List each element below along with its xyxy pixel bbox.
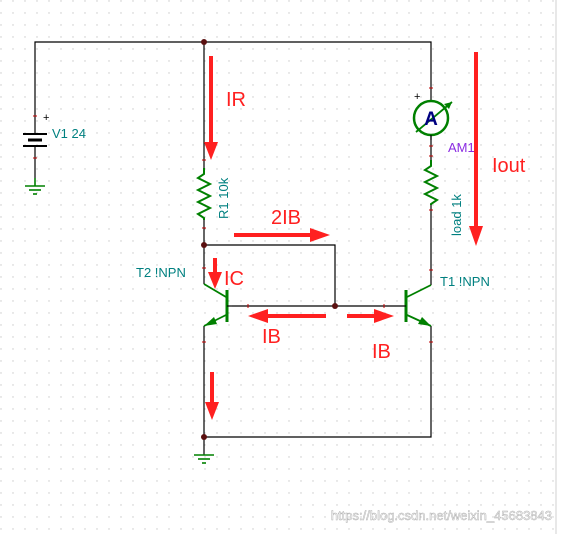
ammeter-symbol[interactable] bbox=[412, 92, 453, 140]
pin-markers bbox=[33, 87, 433, 343]
ammeter-label: AM1 bbox=[448, 140, 475, 155]
arrow-iout-icon bbox=[469, 52, 483, 246]
resistor-r1-label: R1 10k bbox=[216, 177, 231, 219]
junction-nodes bbox=[201, 39, 338, 440]
resistor-r1-symbol[interactable] bbox=[195, 168, 213, 220]
transistor-t1-symbol[interactable] bbox=[404, 284, 432, 327]
current-arrows bbox=[204, 52, 483, 420]
wire-collector-to-base bbox=[204, 244, 336, 306]
resistor-load-symbol[interactable] bbox=[422, 160, 440, 205]
resistor-load-label: load 1k bbox=[449, 194, 464, 236]
transistor-t1-label: T1 !NPN bbox=[440, 274, 490, 289]
battery-v1-symbol[interactable] bbox=[23, 122, 47, 152]
transistor-t2-symbol[interactable] bbox=[203, 283, 232, 327]
transistor-t2-label: T2 !NPN bbox=[136, 265, 186, 280]
annotation-2ib: 2IB bbox=[271, 207, 301, 229]
node-bottom bbox=[201, 434, 207, 440]
battery-plus-sign: + bbox=[43, 112, 49, 124]
arrow-ic-icon bbox=[208, 258, 222, 289]
wire-emitters-bottom bbox=[203, 326, 432, 438]
ammeter-plus-sign: + bbox=[414, 91, 420, 103]
ammeter-symbol-letter: A bbox=[424, 109, 438, 130]
ground-icon bbox=[25, 178, 45, 195]
battery-v1-label: V1 24 bbox=[52, 126, 86, 141]
annotation-ib-right: IB bbox=[372, 341, 391, 363]
arrow-emitter-icon bbox=[205, 372, 219, 420]
annotation-iout: Iout bbox=[492, 155, 526, 177]
annotation-ic: IC bbox=[224, 268, 244, 290]
arrow-ir-icon bbox=[204, 56, 218, 160]
wires bbox=[34, 41, 432, 455]
node-base bbox=[332, 303, 338, 309]
arrow-2ib-icon bbox=[234, 228, 330, 242]
wire-top bbox=[34, 41, 432, 122]
ground-icon bbox=[194, 454, 214, 464]
annotation-ir: IR bbox=[226, 89, 246, 111]
node-top bbox=[201, 39, 207, 45]
annotation-ib-left: IB bbox=[262, 326, 281, 348]
node-t2-collector bbox=[201, 242, 207, 248]
arrow-ib-left-icon bbox=[248, 309, 326, 323]
arrow-ib-right-icon bbox=[347, 309, 394, 323]
watermark-text: https://blog.csdn.net/weixin_45683843 bbox=[331, 508, 552, 523]
